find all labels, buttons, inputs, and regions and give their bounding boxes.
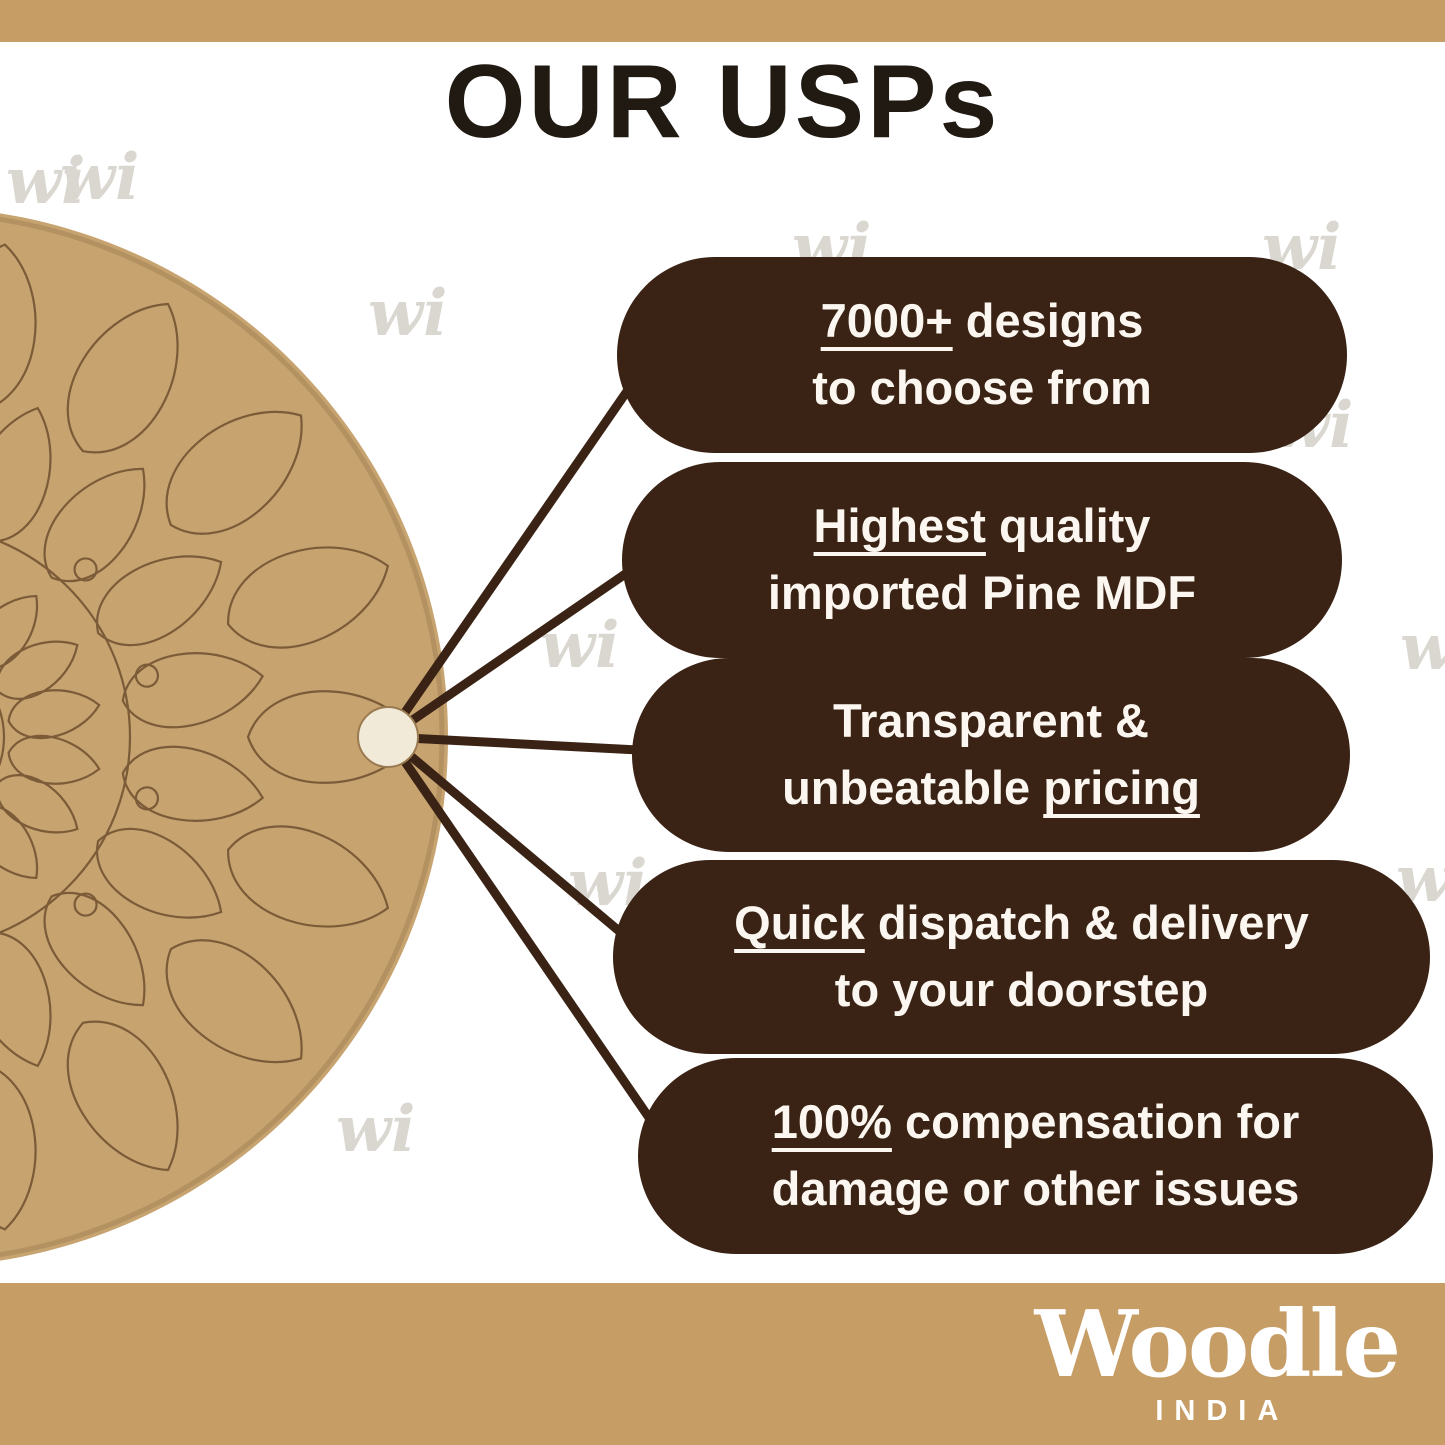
hub-node xyxy=(357,706,419,768)
usp-pill-quality: Highest quality imported Pine MDF xyxy=(622,462,1342,658)
watermark-wi: wi xyxy=(60,140,140,215)
connector-lines xyxy=(384,355,680,1160)
footer-band xyxy=(0,1283,1445,1445)
usp-underlined-text: Highest xyxy=(813,499,986,553)
usp-text: to your doorstep xyxy=(834,963,1209,1016)
woodle-logo: Woodle xyxy=(1034,1290,1401,1398)
brand-lockup: Woodle INDIA xyxy=(1034,1290,1401,1428)
usp-text: to choose from xyxy=(812,361,1152,414)
usp-underlined-text: 7000+ xyxy=(820,294,953,348)
top-band xyxy=(0,0,1445,42)
usp-pill-designs: 7000+ designs to choose from xyxy=(617,257,1347,453)
usp-underlined-text: pricing xyxy=(1043,761,1200,814)
usp-text: Transparent & xyxy=(832,694,1150,748)
watermark-wi: wi xyxy=(336,1092,416,1167)
usp-text: compensation for xyxy=(891,1095,1300,1149)
usp-pill-pricing: Transparent & unbeatable pricing xyxy=(632,658,1350,852)
page-title: OUR USPs xyxy=(444,44,1001,160)
usp-text: quality xyxy=(985,499,1151,553)
usp-pill-compensation: 100% compensation for damage or other is… xyxy=(638,1058,1433,1254)
usp-text: dispatch & delivery xyxy=(864,896,1309,950)
usp-pill-dispatch: Quick dispatch & delivery to your doorst… xyxy=(613,860,1430,1054)
usp-text: unbeatable xyxy=(782,761,1044,814)
usp-text: designs xyxy=(952,294,1144,348)
usp-underlined-text: Quick xyxy=(734,896,865,950)
watermark-wi: wi xyxy=(6,144,86,219)
watermark-wi: wi xyxy=(1400,616,1445,680)
brand-country: INDIA xyxy=(1155,1394,1290,1427)
mandala-line-art xyxy=(0,235,420,1239)
usp-underlined-text: 100% xyxy=(771,1095,892,1149)
usp-text: imported Pine MDF xyxy=(767,566,1197,619)
watermark-wi: wi xyxy=(368,276,448,351)
usp-text: damage or other issues xyxy=(771,1162,1300,1215)
